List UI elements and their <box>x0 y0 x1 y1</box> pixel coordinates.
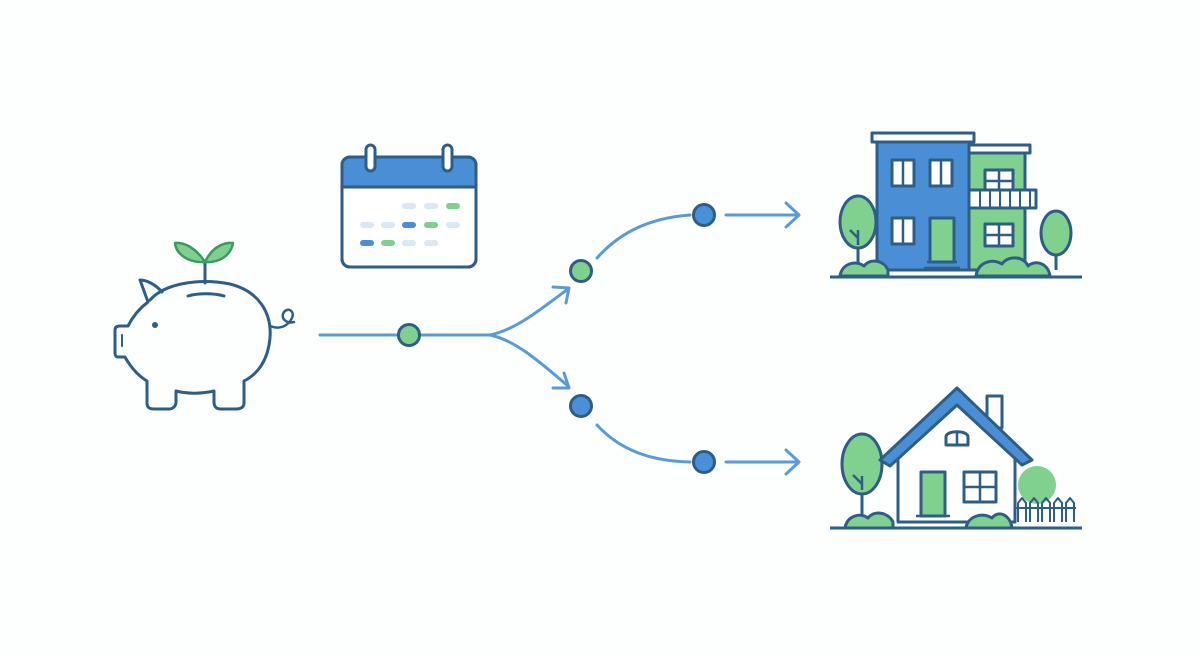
flow-line-upper-curve <box>595 213 692 260</box>
apartment-building-icon <box>830 131 1082 279</box>
branch-lower-end-node <box>692 450 716 474</box>
tree-icon <box>838 194 878 270</box>
calendar-icon <box>340 143 478 269</box>
branch-lower-node <box>569 394 593 418</box>
flow-line-fork-lower <box>488 333 570 388</box>
tree-icon <box>1039 209 1073 270</box>
start-node <box>397 323 421 347</box>
piggy-bank-with-sprout-icon <box>113 241 296 411</box>
flow-line-lower-curve <box>595 423 692 464</box>
arrowhead-lower-fork <box>551 371 571 390</box>
flow-lines <box>318 201 801 476</box>
tree-icon <box>840 432 884 522</box>
house-icon <box>830 386 1082 530</box>
branch-upper-node <box>569 259 593 283</box>
flow-nodes <box>397 203 716 474</box>
arrowhead-upper-end <box>784 201 801 229</box>
flow-line-fork-upper <box>488 287 570 337</box>
sprout-icon <box>173 241 235 285</box>
arrowhead-lower-end <box>784 448 801 476</box>
branch-upper-end-node <box>692 203 716 227</box>
arrowhead-upper-fork <box>551 285 571 305</box>
